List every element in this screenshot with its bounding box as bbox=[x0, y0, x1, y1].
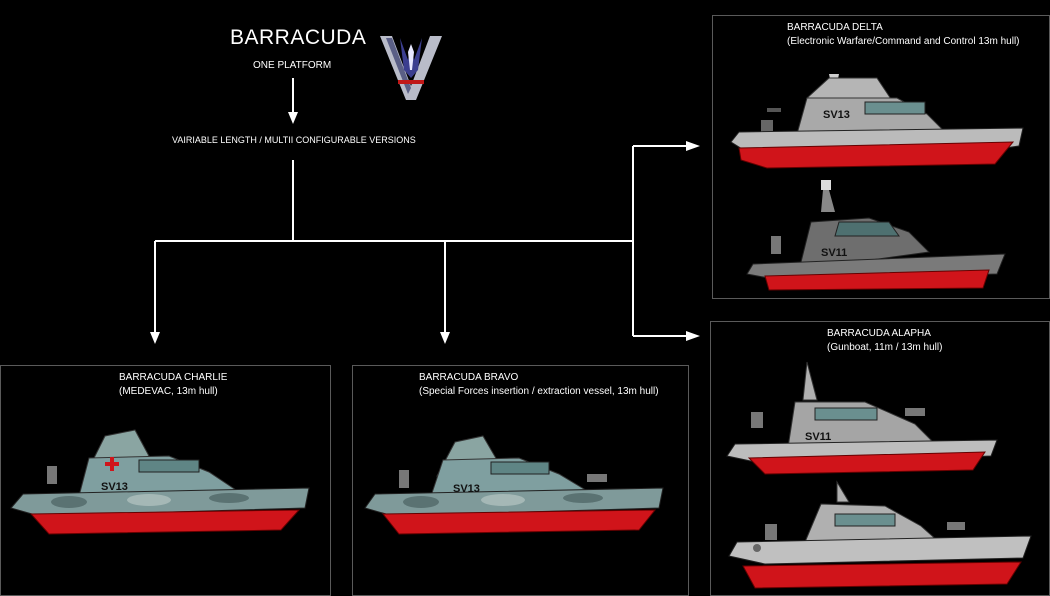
boat-alpha-sv11: SV11 bbox=[726, 361, 998, 475]
boat-charlie-sv13: SV13 bbox=[10, 429, 310, 535]
boat-delta-sv11: SV11 bbox=[746, 180, 1006, 291]
panel-bravo-desc: (Special Forces insertion / extraction v… bbox=[419, 386, 659, 397]
panel-alpha-desc: (Gunboat, 11m / 13m hull) bbox=[827, 342, 943, 353]
panel-bravo: BARRACUDA BRAVO (Special Forces insertio… bbox=[352, 365, 689, 596]
panel-alpha: BARRACUDA ALAPHA (Gunboat, 11m / 13m hul… bbox=[710, 321, 1050, 596]
arrow-down-bravo bbox=[440, 332, 450, 344]
versions-label: VAIRIABLE LENGTH / MULTII CONFIGURABLE V… bbox=[172, 135, 416, 145]
hull-label-delta-2: SV11 bbox=[821, 247, 847, 259]
main-title: BARRACUDA bbox=[230, 26, 367, 49]
arrow-right-alpha bbox=[686, 331, 700, 341]
hull-label-charlie: SV13 bbox=[101, 481, 128, 493]
panel-delta: BARRACUDA DELTA (Electronic Warfare/Comm… bbox=[712, 15, 1050, 299]
hull-label-bravo: SV13 bbox=[453, 483, 480, 495]
v-logo-icon bbox=[380, 36, 442, 100]
arrow-right-delta bbox=[686, 141, 700, 151]
panel-bravo-name: BARRACUDA BRAVO bbox=[419, 372, 519, 383]
red-cross-icon bbox=[105, 457, 119, 471]
arrow-down-versions bbox=[288, 112, 298, 124]
subtitle: ONE PLATFORM bbox=[253, 60, 332, 71]
boat-bravo-sv13: SV13 bbox=[364, 435, 664, 535]
panel-delta-desc: (Electronic Warfare/Command and Control … bbox=[787, 36, 1020, 47]
boat-alpha-13m bbox=[728, 480, 1032, 589]
hull-label-alpha-1: SV11 bbox=[805, 431, 831, 443]
panel-charlie-name: BARRACUDA CHARLIE bbox=[119, 372, 228, 383]
panel-charlie-desc: (MEDEVAC, 13m hull) bbox=[119, 386, 218, 397]
arrow-down-charlie bbox=[150, 332, 160, 344]
hull-label-delta-1: SV13 bbox=[823, 109, 850, 121]
panel-delta-name: BARRACUDA DELTA bbox=[787, 22, 883, 33]
panel-charlie: BARRACUDA CHARLIE (MEDEVAC, 13m hull) SV… bbox=[0, 365, 331, 596]
panel-alpha-name: BARRACUDA ALAPHA bbox=[827, 328, 931, 339]
boat-delta-sv13: SV13 bbox=[730, 74, 1024, 169]
